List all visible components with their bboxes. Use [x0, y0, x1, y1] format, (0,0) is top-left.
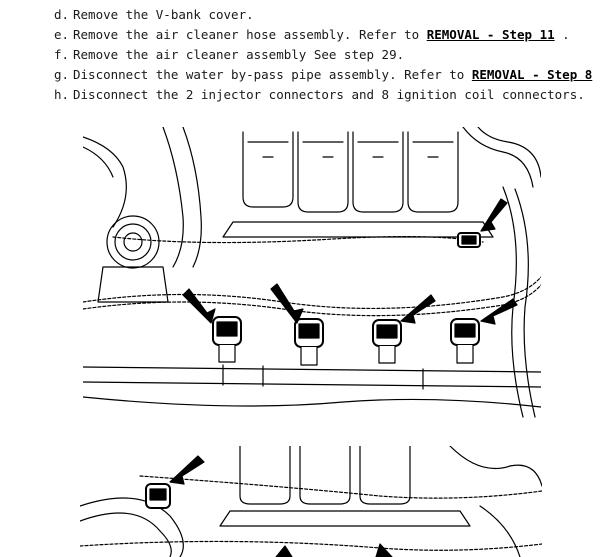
step-letter: g.	[54, 67, 70, 82]
removal-step-11-link[interactable]: REMOVAL - Step 11	[426, 27, 555, 42]
arrow-icon	[270, 283, 304, 324]
water-bypass-pipe	[83, 364, 541, 408]
wiring-harness	[83, 236, 541, 317]
step-suffix: .	[592, 67, 600, 82]
step-letter: d.	[54, 7, 70, 22]
step-letter: e.	[54, 27, 70, 42]
callout-arrows	[182, 198, 518, 325]
step-g: g.Disconnect the water by-pass pipe asse…	[54, 66, 600, 84]
step-letter: h.	[54, 87, 70, 102]
arrow-icon	[480, 198, 508, 232]
step-suffix: .	[554, 27, 570, 42]
step-d: d.Remove the V-bank cover.	[54, 6, 254, 24]
arrow-icon	[182, 288, 216, 324]
engine-illustration-1	[83, 127, 541, 420]
ignition-coil-connectors	[145, 483, 171, 509]
step-text: Disconnect the 2 injector connectors and…	[73, 87, 585, 102]
hoses	[80, 446, 542, 557]
intake-manifold	[222, 131, 494, 238]
step-letter: f.	[54, 47, 70, 62]
wiring-harness	[80, 475, 542, 551]
throttle-body	[97, 215, 169, 303]
step-text: Remove the air cleaner assembly See step…	[73, 47, 405, 62]
step-e: e.Remove the air cleaner hose assembly. …	[54, 26, 570, 44]
hoses	[83, 127, 541, 418]
ignition-coil-connectors	[212, 232, 481, 366]
arrow-icon	[275, 545, 293, 557]
engine-illustration-2	[80, 446, 542, 557]
arrow-icon	[169, 455, 205, 485]
step-text: Disconnect the water by-pass pipe assemb…	[73, 67, 472, 82]
removal-step-8-link[interactable]: REMOVAL - Step 8	[471, 67, 593, 82]
step-text: Remove the V-bank cover.	[73, 7, 254, 22]
callout-arrows	[169, 455, 393, 557]
step-h: h.Disconnect the 2 injector connectors a…	[54, 86, 585, 104]
step-text: Remove the air cleaner hose assembly. Re…	[73, 27, 427, 42]
arrow-icon	[480, 298, 518, 325]
arrow-icon	[400, 294, 436, 324]
intake-manifold	[219, 446, 471, 527]
step-f: f.Remove the air cleaner assembly See st…	[54, 46, 404, 64]
arrow-icon	[375, 543, 393, 557]
